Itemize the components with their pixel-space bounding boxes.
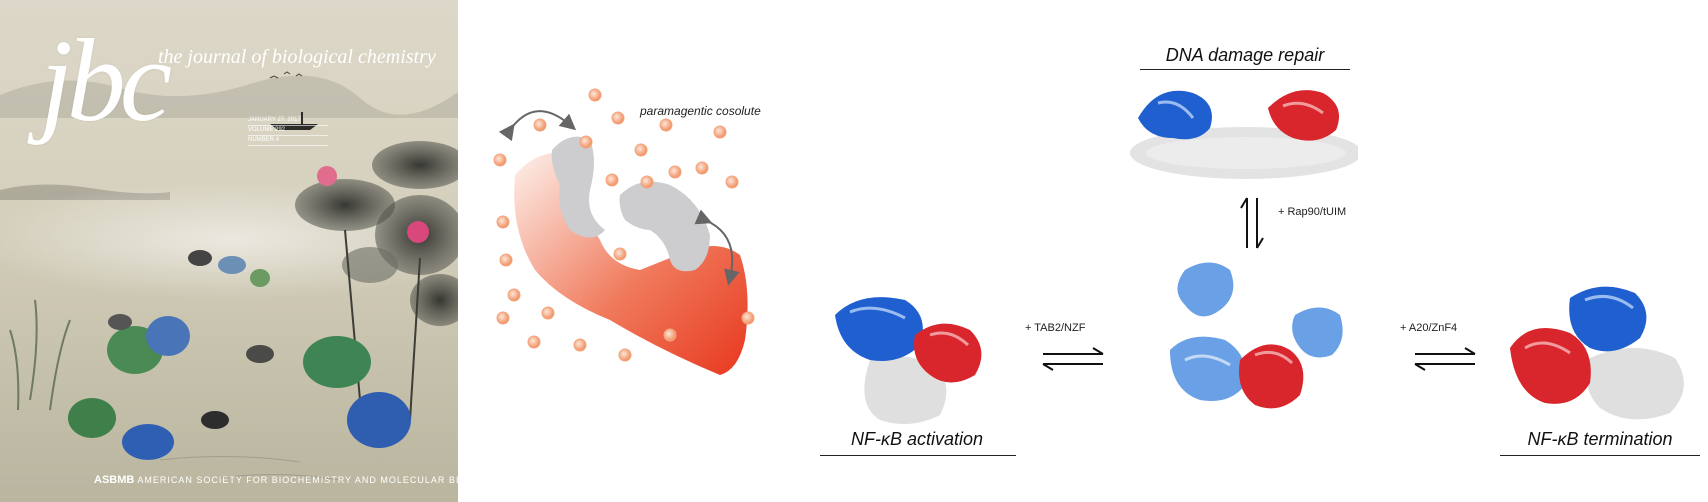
state-title-dna-repair: DNA damage repair [1165, 45, 1325, 65]
right-equilibrium-arrows [1414, 347, 1476, 371]
ubiquitin-surface-left [864, 356, 947, 424]
left-equilibrium-arrows [1042, 347, 1104, 371]
publisher-name: AMERICAN SOCIETY FOR BIOCHEMISTRY AND MO… [137, 475, 458, 485]
cover-volume: VOLUME 292 [248, 126, 328, 136]
journal-cover: jbc the journal of biological chemistry … [0, 0, 458, 502]
state-underline-nfkb-termination [1500, 455, 1700, 456]
complex-nfkb-termination [1510, 286, 1684, 420]
state-title-nfkb-termination: NF-κB termination [1527, 429, 1673, 449]
cover-title: the journal of biological chemistry [158, 46, 436, 68]
cosolute-diagram [493, 88, 755, 375]
cover-issue-info: JANUARY 27, 2017 VOLUME 292 NUMBER 4 [248, 116, 328, 146]
reagent-a20: + A20/ZnF4 [1400, 322, 1458, 334]
exchange-arrow-top [498, 110, 577, 142]
red-domain-left [914, 323, 982, 383]
complex-center [1170, 262, 1343, 409]
light-blue-domain-right [1292, 307, 1343, 358]
complex-dna-repair [1130, 90, 1358, 179]
blue-domain [1138, 90, 1212, 140]
exchange-arrow-right [694, 209, 740, 286]
protein-shape [514, 152, 748, 375]
cosolute-particles [493, 88, 755, 362]
red-domain-right [1510, 328, 1591, 404]
vertical-equilibrium-arrows [1240, 197, 1264, 249]
cover-issue-date: JANUARY 27, 2017 [248, 116, 328, 126]
light-blue-domain-left [1170, 336, 1246, 401]
light-blue-domain-top [1177, 262, 1234, 317]
state-underline-dna-repair [1140, 69, 1350, 70]
red-domain [1268, 90, 1340, 141]
cover-logo: jbc [40, 15, 172, 146]
ubiquitin-surface-right [1586, 348, 1684, 420]
reagent-tab2: + TAB2/NZF [1025, 322, 1086, 334]
reagent-rap90: + Rap90/tUIM [1278, 206, 1347, 218]
cover-footer: ASBMB AMERICAN SOCIETY FOR BIOCHEMISTRY … [94, 474, 458, 486]
blue-domain-left [835, 297, 923, 361]
cosolute-label: paramagentic cosolute [640, 104, 761, 118]
ligand-shape-left [551, 136, 605, 238]
complex-nfkb-activation [835, 297, 982, 424]
cover-artwork [0, 71, 458, 481]
cover-number: NUMBER 4 [248, 136, 328, 146]
publisher-logo-text: ASBMB [94, 474, 135, 486]
state-underline-nfkb-activation [820, 455, 1016, 456]
ligand-shape-right [619, 181, 710, 272]
state-title-nfkb-activation: NF-κB activation [850, 429, 984, 449]
